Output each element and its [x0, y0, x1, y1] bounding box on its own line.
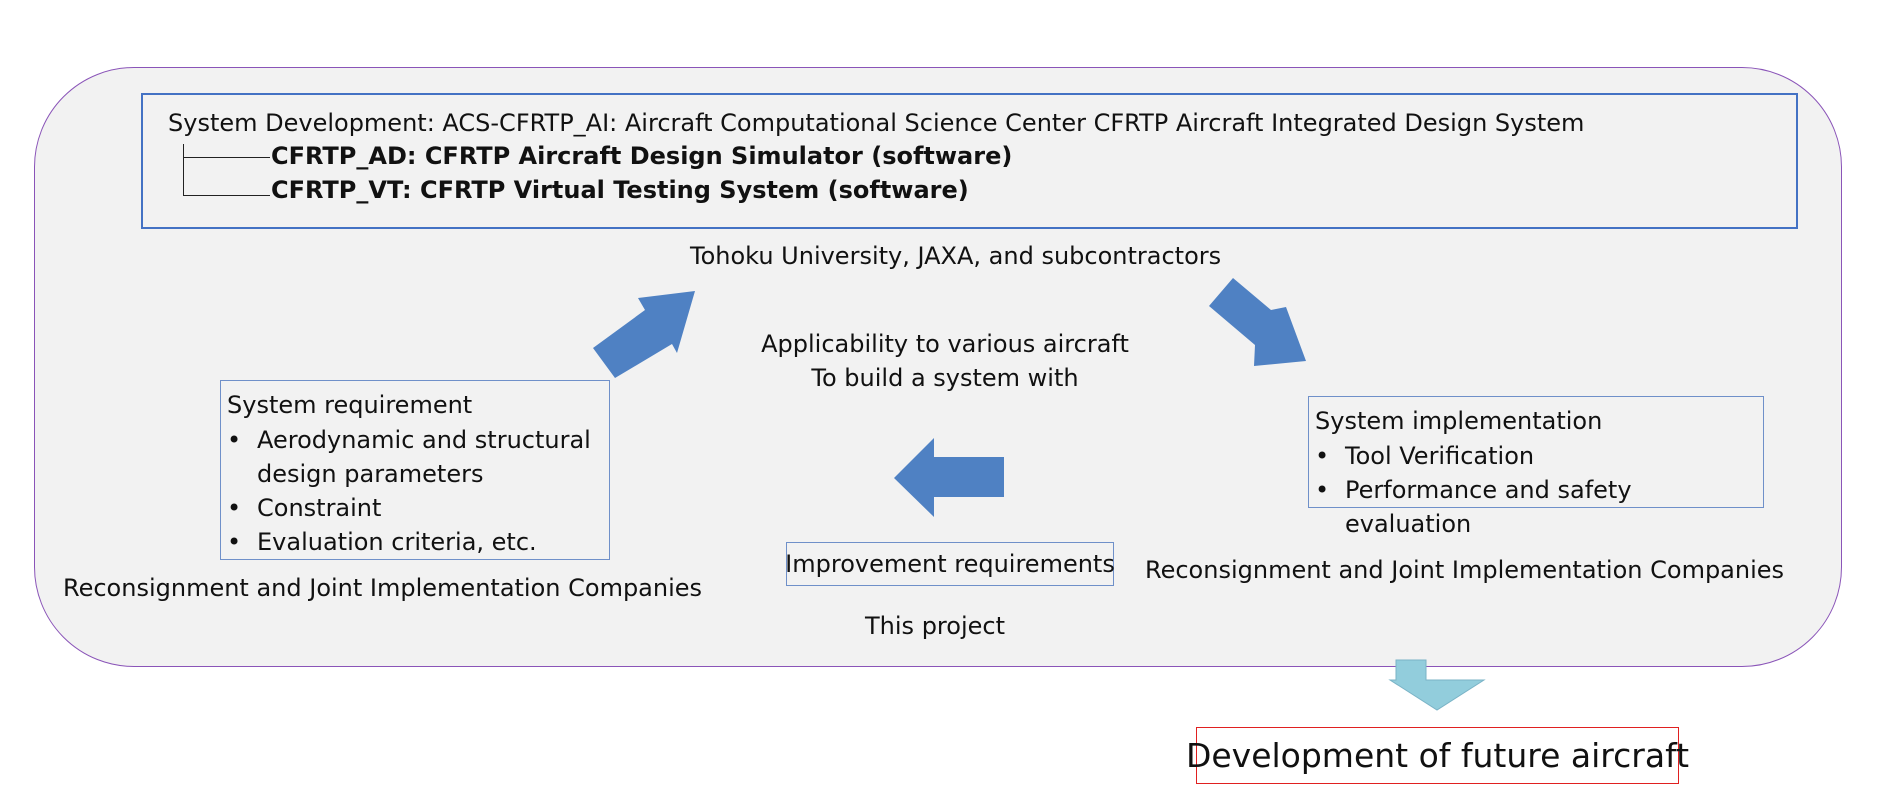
requirement-bullet: •Constraint [227, 494, 382, 522]
system-requirement-box: System requirement •Aerodynamic and stru… [220, 380, 610, 560]
system-item-ad: CFRTP_AD: CFRTP Aircraft Design Simulato… [271, 142, 1013, 170]
requirement-bullet: •Aerodynamic and structural design param… [227, 426, 591, 488]
implementation-bullet: •Tool Verification [1315, 442, 1535, 470]
tree-connector [183, 144, 184, 196]
tree-branch-vt [183, 195, 270, 196]
center-text-line1: Applicability to various aircraft [761, 330, 1129, 358]
developer-label: Tohoku University, JAXA, and subcontract… [690, 242, 1222, 270]
project-label: This project [865, 612, 1005, 640]
goal-label: Development of future aircraft [1185, 736, 1690, 775]
goal-box: Development of future aircraft [1186, 727, 1689, 784]
improvement-label: Improvement requirements [785, 550, 1115, 578]
system-title: System Development: ACS-CFRTP_AI: Aircra… [168, 109, 1585, 137]
left-company-label: Reconsignment and Joint Implementation C… [63, 574, 703, 602]
arrow-down-right-icon [1209, 278, 1306, 366]
center-text-line2: To build a system with [811, 364, 1079, 392]
requirement-title: System requirement [227, 391, 473, 419]
system-implementation-box: System implementation •Tool Verification… [1308, 396, 1764, 538]
tree-branch-ad [183, 157, 270, 158]
right-company-label: Reconsignment and Joint Implementation C… [1145, 556, 1785, 584]
requirement-bullet: •Evaluation criteria, etc. [227, 528, 537, 556]
implementation-bullet: •Performance and safety evaluation [1315, 476, 1632, 538]
improvement-box: Improvement requirements [785, 542, 1115, 586]
arrow-left-icon [894, 438, 1004, 517]
system-item-vt: CFRTP_VT: CFRTP Virtual Testing System (… [271, 176, 969, 204]
system-development-box [141, 93, 1798, 229]
arrow-up-right-icon [593, 291, 695, 378]
output-down-arrow-icon [1388, 659, 1486, 711]
implementation-title: System implementation [1315, 407, 1603, 435]
